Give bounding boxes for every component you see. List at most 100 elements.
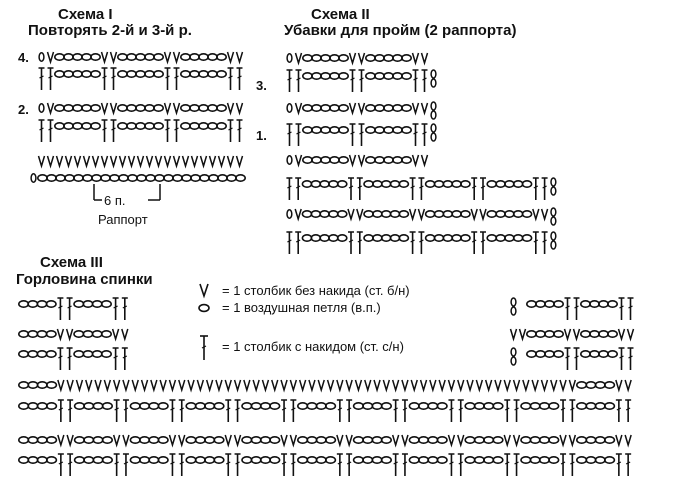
chain-stitch-icon bbox=[18, 330, 30, 339]
chain-stitch-icon bbox=[54, 122, 65, 131]
chain-stitch-icon bbox=[189, 53, 200, 62]
chain-stitch-icon bbox=[521, 210, 533, 219]
chain-stitch-icon bbox=[73, 456, 86, 465]
single-crochet-icon bbox=[235, 155, 244, 169]
scheme1-subtitle: Повторять 2-й и 3-й р. bbox=[28, 22, 192, 39]
double-crochet-icon bbox=[471, 177, 478, 200]
chain-stitch-icon bbox=[306, 436, 318, 445]
chain-stitch-icon bbox=[81, 122, 92, 131]
chain-stitch-icon bbox=[585, 436, 597, 445]
scheme2-row bbox=[286, 207, 557, 226]
double-crochet-icon bbox=[409, 177, 416, 200]
chain-stitch-icon bbox=[427, 456, 439, 465]
chain-stitch-icon bbox=[126, 53, 137, 62]
single-crochet-icon bbox=[172, 51, 181, 65]
chain-stitch-icon bbox=[389, 210, 401, 219]
double-crochet-icon bbox=[295, 177, 302, 200]
scheme1-row bbox=[38, 102, 244, 116]
single-crochet-icon bbox=[154, 155, 163, 169]
single-crochet-icon bbox=[196, 379, 205, 393]
double-crochet-icon bbox=[47, 67, 54, 90]
chain-stitch-icon bbox=[521, 234, 533, 243]
scheme3-subtitle: Горловина спинки bbox=[16, 271, 153, 288]
single-crochet-icon bbox=[532, 208, 540, 222]
double-crochet-icon bbox=[286, 123, 293, 146]
double-crochet-icon bbox=[560, 453, 567, 476]
chain-stitch-icon bbox=[576, 436, 588, 445]
single-crochet-icon bbox=[475, 379, 484, 393]
single-crochet-icon bbox=[624, 434, 632, 448]
double-crochet-icon bbox=[618, 297, 625, 320]
chain-stitch-icon bbox=[328, 234, 339, 243]
chain-stitch-icon bbox=[163, 174, 174, 183]
chain-stitch-icon bbox=[217, 174, 228, 183]
chain-stitch-icon bbox=[73, 350, 85, 359]
single-crochet-icon bbox=[294, 102, 303, 116]
chain-stitch-icon bbox=[259, 402, 272, 411]
single-crochet-icon bbox=[122, 379, 130, 393]
double-crochet-icon bbox=[38, 119, 45, 142]
chain-stitch-icon bbox=[585, 381, 597, 390]
double-crochet-icon bbox=[346, 453, 353, 476]
chain-stitch-icon bbox=[117, 53, 128, 62]
chain-stitch-icon bbox=[374, 54, 385, 63]
chain-stitch-icon bbox=[320, 72, 331, 81]
single-crochet-icon bbox=[509, 328, 518, 342]
chain-stitch-icon bbox=[81, 70, 92, 79]
chain-stitch-icon bbox=[208, 174, 219, 183]
chain-stitch-icon bbox=[27, 330, 39, 339]
chain-stitch-icon bbox=[548, 402, 560, 411]
double-crochet-icon bbox=[541, 177, 548, 200]
single-crochet-icon bbox=[559, 379, 567, 393]
double-crochet-icon bbox=[448, 453, 455, 476]
chain-stitch-icon bbox=[324, 436, 337, 445]
chain-stitch-icon bbox=[310, 234, 322, 243]
double-crochet-icon bbox=[573, 297, 580, 320]
single-crochet-icon bbox=[373, 379, 381, 393]
double-crochet-icon bbox=[66, 347, 73, 370]
chain-stitch-icon bbox=[589, 350, 600, 359]
double-crochet-icon bbox=[286, 177, 293, 200]
single-crochet-icon bbox=[150, 379, 158, 393]
chain-stitch-icon bbox=[512, 234, 524, 243]
chain-stitch-icon bbox=[302, 126, 313, 135]
chain-stitch-icon bbox=[157, 436, 169, 445]
chain-stitch-icon bbox=[311, 156, 322, 165]
chain-stitch-icon bbox=[18, 350, 30, 359]
chain-stitch-icon bbox=[362, 436, 374, 445]
double-crochet-icon bbox=[615, 453, 622, 476]
chain-stitch-icon bbox=[319, 210, 330, 219]
double-crochet-icon bbox=[295, 123, 302, 146]
double-crochet-icon bbox=[627, 297, 634, 320]
chain-stitch-icon bbox=[442, 234, 454, 243]
chain-stitch-icon bbox=[585, 402, 597, 411]
double-crochet-icon bbox=[480, 231, 486, 254]
chain-stitch-icon bbox=[362, 402, 374, 411]
scheme3-row-full bbox=[18, 434, 632, 448]
double-crochet-icon bbox=[122, 453, 129, 476]
single-crochet-icon bbox=[356, 208, 364, 222]
single-crochet-icon bbox=[626, 328, 635, 342]
single-crochet-icon bbox=[226, 155, 235, 169]
chain-stitch-icon bbox=[352, 456, 365, 465]
chain-stitch-icon bbox=[383, 104, 394, 113]
single-crochet-icon bbox=[56, 328, 65, 342]
single-crochet-icon bbox=[298, 379, 307, 393]
single-crochet-icon bbox=[336, 379, 344, 393]
single-crochet-icon bbox=[447, 379, 456, 393]
chain-stitch-icon bbox=[30, 173, 37, 183]
chain-stitch-icon bbox=[46, 174, 57, 183]
chain-stitch-icon bbox=[259, 436, 272, 445]
single-crochet-icon bbox=[109, 51, 118, 65]
double-crochet-icon bbox=[236, 119, 243, 142]
chain-stitch-icon bbox=[495, 210, 506, 219]
chain-stitch-icon bbox=[580, 350, 591, 359]
chain-stitch-icon bbox=[310, 180, 322, 189]
scheme2-row bbox=[286, 101, 437, 120]
chain-stitch-icon bbox=[180, 104, 191, 113]
chain-stitch-icon bbox=[180, 53, 191, 62]
single-crochet-icon bbox=[75, 379, 84, 393]
single-crochet-icon bbox=[411, 154, 420, 168]
single-crochet-icon bbox=[336, 434, 344, 448]
chain-stitch-icon bbox=[204, 402, 216, 411]
